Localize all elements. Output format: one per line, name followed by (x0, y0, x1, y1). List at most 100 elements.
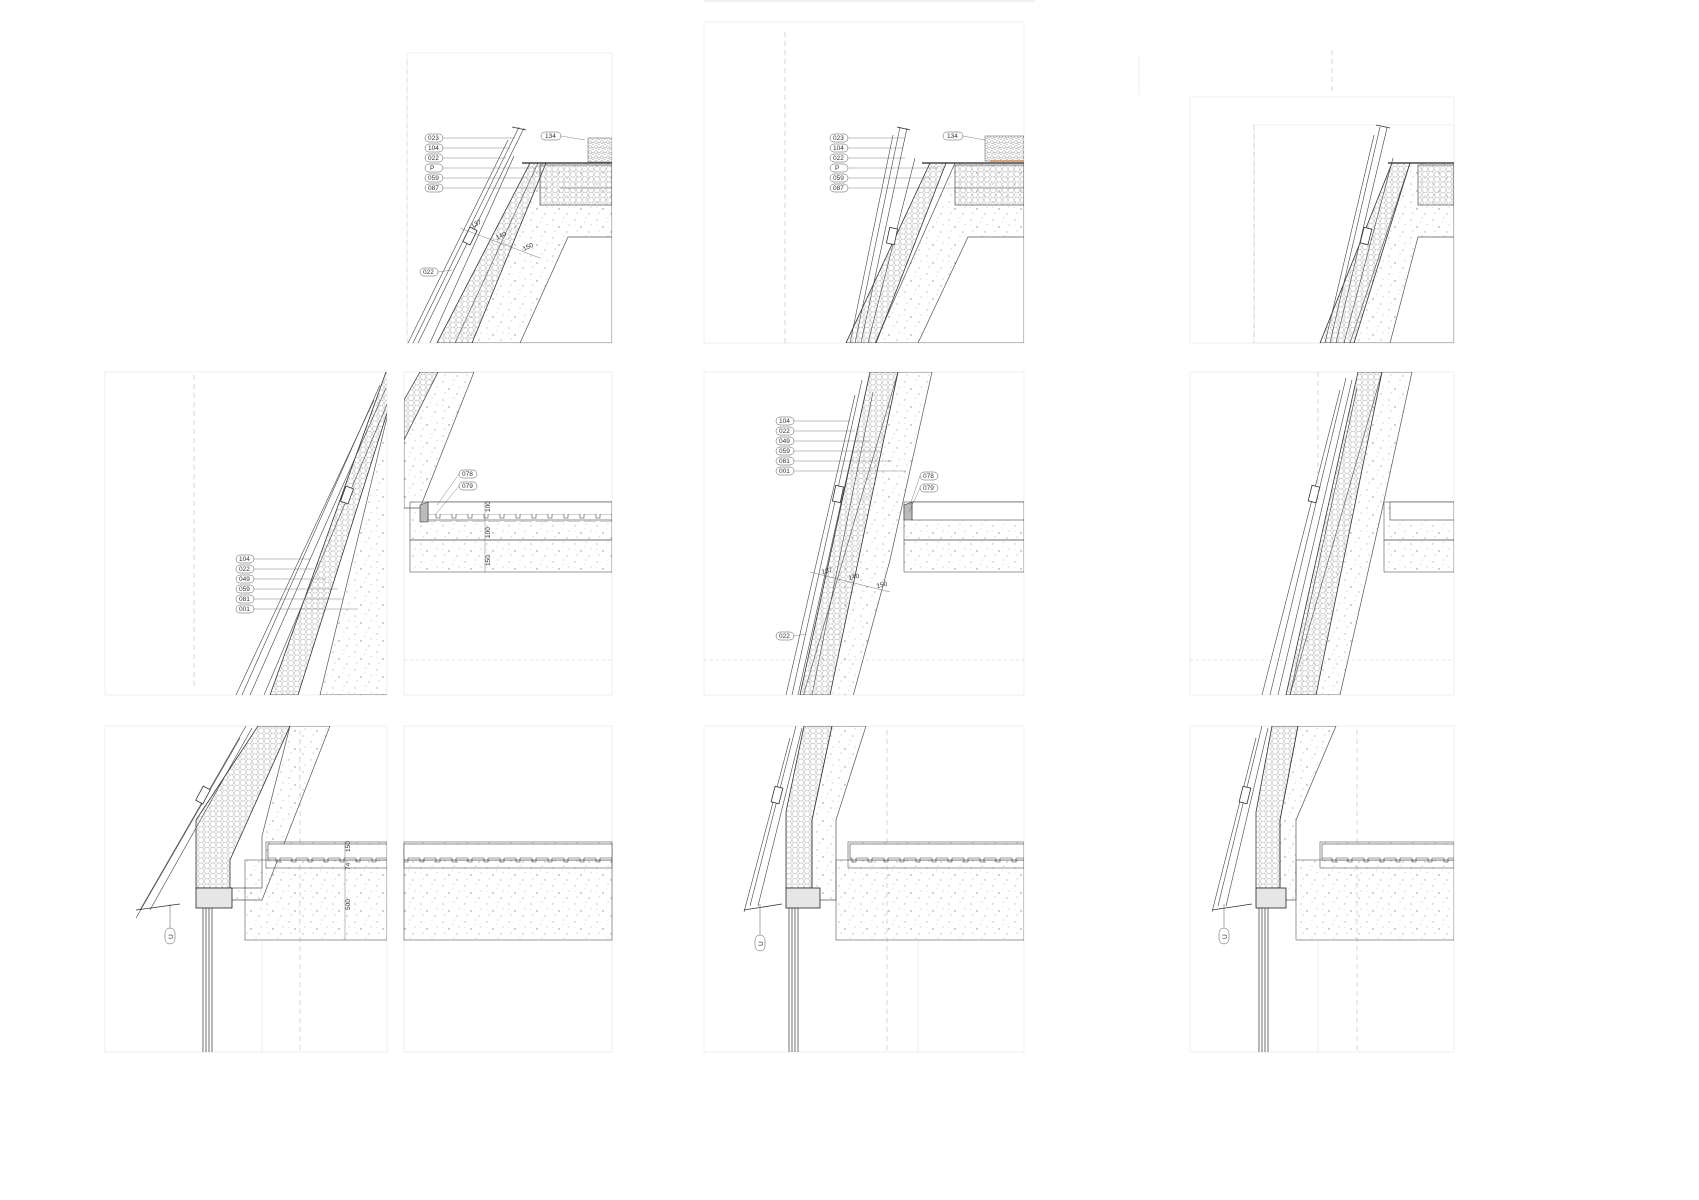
tag-label: 022 (239, 566, 250, 573)
tag-label: 059 (428, 175, 439, 182)
concrete-slab (835, 859, 1024, 941)
detail-8: 150 74 500 U (104, 725, 388, 1053)
tag-label: 001 (779, 468, 790, 475)
interior-void (917, 236, 1024, 343)
window-frame (1258, 908, 1269, 1052)
cavity-bracket (339, 485, 355, 505)
dimension-label: 100 (485, 501, 492, 512)
tag-label: 022 (428, 155, 439, 162)
interior-void (1389, 236, 1454, 343)
underfloor-heating (850, 855, 1024, 863)
tag-label: 104 (239, 556, 250, 563)
detail-1: 023 104 022 P 059 087 134 022 137 140 15… (406, 52, 613, 344)
dimension-label: 100 (485, 527, 492, 538)
window-head (1255, 887, 1287, 909)
dimension-label: 500 (345, 899, 352, 910)
dimension-labels: 137 140 150 (809, 567, 891, 593)
tag-label: 081 (239, 596, 250, 603)
tag-label: 049 (779, 438, 790, 445)
tag-label: 023 (428, 135, 439, 142)
edge-strip (903, 501, 913, 521)
dimension-labels: 100 100 150 (484, 501, 492, 572)
section-mark-label: U (168, 934, 175, 939)
underfloor-heating (268, 855, 387, 863)
window-frame (202, 908, 213, 1052)
roof-tag: 134 (947, 133, 958, 140)
section-marker: U (754, 934, 766, 952)
roof-insulation (954, 164, 1024, 206)
concrete-slab (1383, 539, 1454, 573)
roof-insulation (1417, 164, 1454, 206)
detail-2: 023 104 022 P 059 087 134 (703, 0, 1035, 344)
edge-strip (419, 501, 429, 523)
detail-3 (1138, 50, 1455, 344)
tag-label: 059 (779, 448, 790, 455)
tag-label: 087 (428, 185, 439, 192)
detail-10: U (703, 725, 1025, 1053)
detail-11: U (1189, 725, 1455, 1053)
dimension-label: 140 (495, 231, 508, 242)
insulation-band (799, 372, 899, 695)
cladding-lines (1211, 726, 1269, 913)
underfloor-heating (1322, 855, 1454, 863)
cavity-bracket (195, 785, 211, 805)
cladding-lines (235, 384, 387, 695)
dimension-label: 150 (522, 242, 535, 253)
cavity-bracket (1307, 484, 1321, 504)
window-head (195, 887, 233, 909)
concrete-slab (409, 539, 612, 573)
tag-label: 104 (833, 145, 844, 152)
tag-label: 001 (239, 606, 250, 613)
dimension-label: 74 (345, 862, 352, 870)
tag-label: 022 (779, 428, 790, 435)
dimension-labels: 150 74 500 (344, 841, 352, 940)
tag-label: 059 (239, 586, 250, 593)
cladding-lines (785, 379, 874, 695)
tag-label: 104 (779, 418, 790, 425)
tag-label: 022 (833, 155, 844, 162)
tag-label: P (430, 165, 434, 172)
cladding-lines (743, 726, 803, 913)
tag-label: 079 (462, 483, 473, 490)
cavity-bracket (1238, 785, 1252, 805)
tag-list: 078 079 (434, 469, 478, 516)
interior-void (519, 236, 612, 343)
detail-7 (1189, 371, 1455, 696)
underfloor-heating (428, 514, 612, 522)
cavity-bracket (770, 785, 784, 805)
window-frame (788, 908, 799, 1052)
cladding-lines (135, 726, 253, 919)
tag-label: 079 (923, 485, 934, 492)
underfloor-heating (404, 855, 612, 863)
dimension-label: 137 (470, 219, 483, 230)
tag-label: 078 (923, 473, 934, 480)
bottom-tag: 022 (779, 633, 790, 640)
cavity-bracket (885, 226, 899, 246)
cavity-bracket (1359, 226, 1373, 246)
tag-label: 081 (779, 458, 790, 465)
floor-finish (1389, 501, 1454, 521)
concrete-slab (403, 859, 613, 941)
dimension-label: 150 (485, 555, 492, 566)
concrete-slab (903, 539, 1024, 573)
tag-label: 078 (462, 471, 473, 478)
roof-insulation (539, 164, 612, 206)
concrete-slab (319, 416, 387, 695)
cavity-bracket (831, 484, 845, 504)
detail-5: 078 079 100 100 150 (403, 371, 613, 696)
tag-label: 104 (428, 145, 439, 152)
bottom-tag: 022 (423, 269, 434, 276)
tag-label: 049 (239, 576, 250, 583)
tag-list: 104 022 049 059 081 001 078 079 022 (775, 416, 939, 641)
dimension-label: 140 (848, 573, 860, 582)
tag-list: 023 104 022 P 059 087 134 (829, 131, 986, 193)
tag-list: 104 022 049 059 081 001 (235, 554, 357, 614)
floor-finish (911, 501, 1024, 521)
cavity-bracket (462, 226, 478, 246)
detail-9 (403, 725, 613, 1053)
window-head (785, 887, 821, 909)
cladding-lines (1324, 126, 1394, 343)
detail-4: 104 022 049 059 081 001 (104, 371, 388, 696)
concrete-slab (244, 859, 387, 941)
tag-label: 023 (833, 135, 844, 142)
